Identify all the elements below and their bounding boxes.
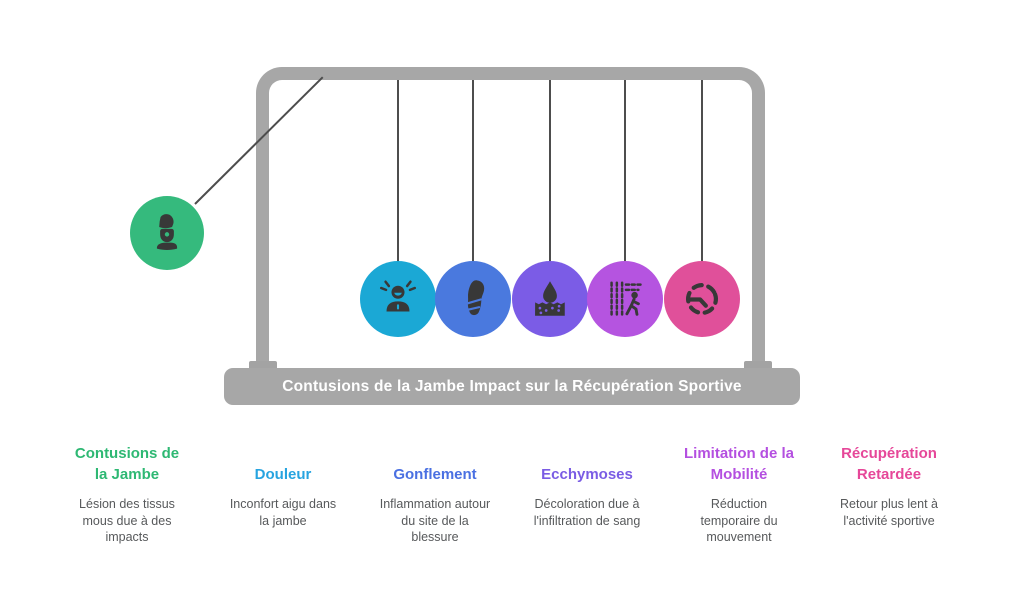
ball-contusions-jambe <box>130 196 204 270</box>
legend-title: Ecchymoses <box>541 466 633 483</box>
swollen-foot-icon <box>466 280 485 316</box>
legend-description: Retour plus lent à l'activité sportive <box>840 497 938 528</box>
legend-description: Décoloration due à l'infiltration de san… <box>533 497 641 528</box>
leg-brace-icon <box>156 214 178 250</box>
ball-limitation-mobilite <box>587 261 663 337</box>
cradle-right-foot <box>744 361 772 370</box>
ball-douleur <box>360 261 436 337</box>
legend-item-recuperation-retardee: Récupération Retardée Retour plus lent à… <box>804 437 974 529</box>
legend-title: Limitation de la Mobilité <box>683 445 794 483</box>
legend-item-douleur: Douleur Inconfort aigu dans la jambe <box>198 437 368 529</box>
legend-item-limitation-mobilite: Limitation de la Mobilité Réduction temp… <box>654 437 824 546</box>
title-bar-label: Contusions de la Jambe Impact sur la Réc… <box>282 377 742 395</box>
title-bar: Contusions de la Jambe Impact sur la Réc… <box>224 368 800 405</box>
legend-title: Gonflement <box>393 466 477 483</box>
blood-drop-skin-icon <box>535 281 565 316</box>
cradle-left-foot <box>249 361 277 370</box>
mobility-barrier-walker-icon <box>610 281 643 317</box>
legend-description: Lésion des tissus mous due à des impacts <box>79 497 175 544</box>
legend-description: Réduction temporaire du mouvement <box>700 497 778 544</box>
legend-description: Inconfort aigu dans la jambe <box>229 497 337 528</box>
pendulum-string-1 <box>397 80 399 262</box>
ball-gonflement <box>435 261 511 337</box>
legend-title: Douleur <box>254 466 312 483</box>
ball-ecchymoses <box>512 261 588 337</box>
legend-item-ecchymoses: Ecchymoses Décoloration due à l'infiltra… <box>502 437 672 529</box>
pain-stress-person-icon <box>379 280 417 312</box>
pendulum-string-4 <box>624 80 626 262</box>
legend-description: Inflammation autour du site de la blessu… <box>379 497 491 544</box>
legend-item-gonflement: Gonflement Inflammation autour du site d… <box>350 437 520 546</box>
legend-item-contusions: Contusions de la Jambe Lésion des tissus… <box>42 437 212 546</box>
ball-recuperation-retardee <box>664 261 740 337</box>
legend-title: Récupération Retardée <box>841 445 937 483</box>
pendulum-string-3 <box>549 80 551 262</box>
pendulum-string-2 <box>472 80 474 262</box>
legend-title: Contusions de la Jambe <box>74 445 180 483</box>
delayed-clock-icon <box>685 282 719 316</box>
cradle-frame <box>256 67 765 370</box>
pendulum-string-5 <box>701 80 703 262</box>
